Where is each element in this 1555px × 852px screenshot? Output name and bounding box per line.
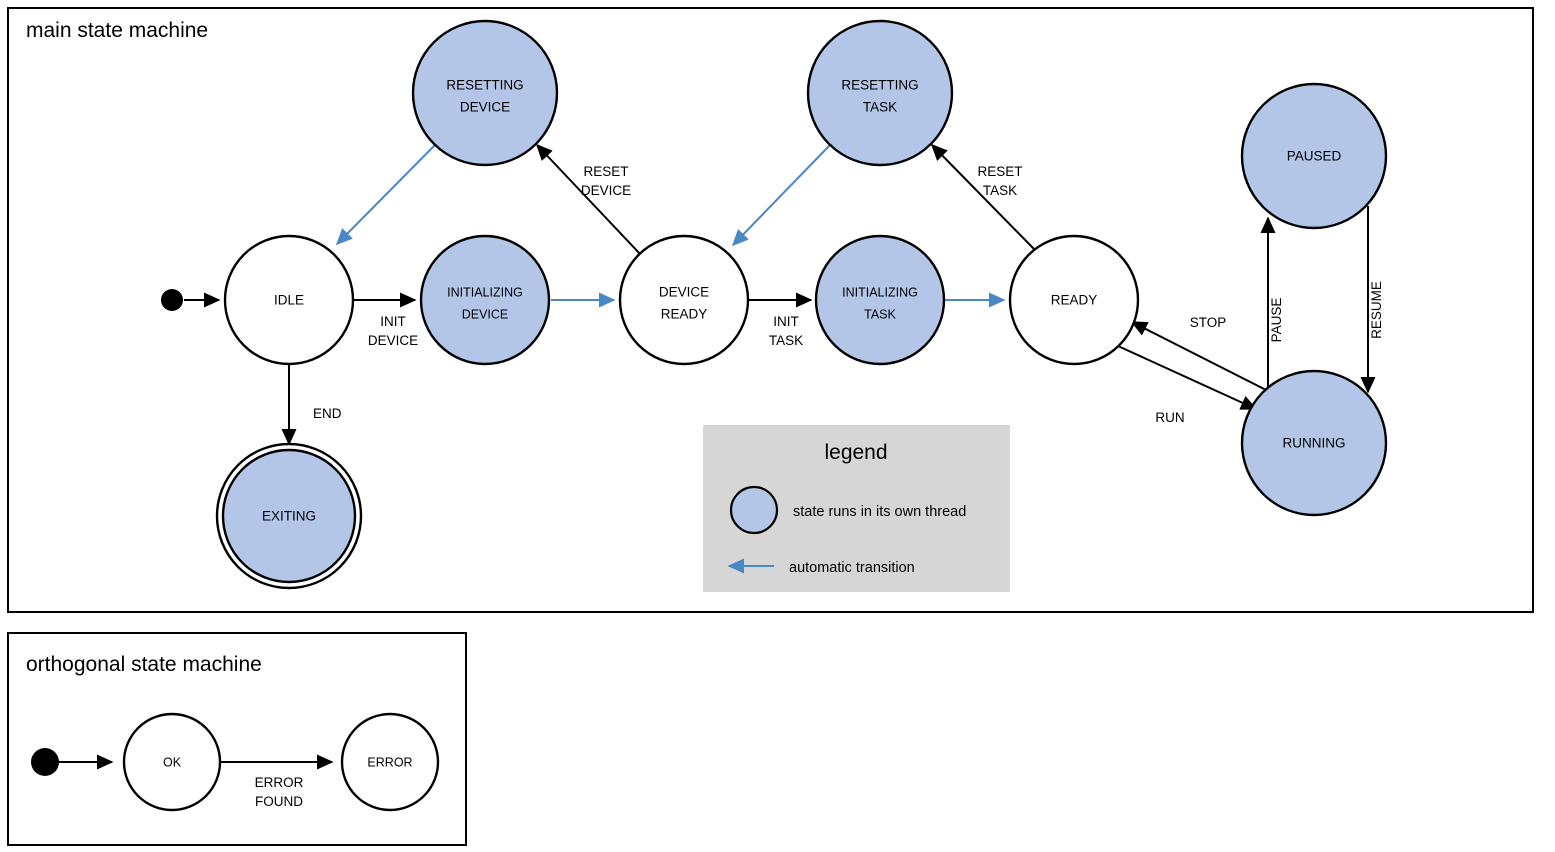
state-resetting-task[interactable]: RESETTING TASK — [806, 19, 954, 167]
edge-label-init-task-line1: INIT — [773, 314, 799, 329]
state-idle-shape[interactable] — [223, 234, 355, 366]
initial-state-dot — [161, 289, 183, 311]
state-exiting[interactable]: EXITING — [215, 442, 363, 590]
state-initializing-device-shape[interactable] — [419, 234, 551, 366]
state-device-ready-shape[interactable] — [618, 234, 750, 366]
edge-ready-to-running — [1117, 345, 1258, 410]
state-initializing-device-label-line2: DEVICE — [462, 307, 509, 321]
edge-resetting-device-to-idle — [335, 144, 436, 246]
state-exiting-label: EXITING — [262, 509, 316, 524]
edge-label-init-device-line2: DEVICE — [368, 333, 418, 348]
edge-label-pause: PAUSE — [1269, 298, 1284, 343]
state-error-label: ERROR — [367, 755, 412, 769]
state-ready[interactable]: READY — [1008, 234, 1140, 366]
edge-label-error-found-line2: FOUND — [255, 794, 303, 809]
state-idle[interactable]: IDLE — [223, 234, 355, 366]
main-frame-title: main state machine — [26, 19, 208, 42]
edge-label-reset-device-line2: DEVICE — [581, 183, 631, 198]
state-paused-shape[interactable] — [1240, 82, 1388, 230]
state-initializing-device-label-line1: INITIALIZING — [447, 285, 523, 299]
state-error[interactable]: ERROR — [340, 712, 440, 812]
edge-device-ready-to-resetting-device — [535, 143, 642, 256]
edge-label-end: END — [313, 406, 342, 421]
state-running-shape[interactable] — [1240, 369, 1388, 517]
state-idle-label: IDLE — [274, 293, 304, 308]
edge-label-stop: STOP — [1190, 315, 1227, 330]
state-initializing-task-label-line1: INITIALIZING — [842, 285, 918, 299]
state-device-ready-label-line2: READY — [661, 307, 708, 322]
state-running-label: RUNNING — [1283, 436, 1346, 451]
state-device-ready-label-line1: DEVICE — [659, 285, 709, 300]
state-error-shape[interactable] — [340, 712, 440, 812]
legend-title: legend — [824, 441, 887, 464]
state-ready-label: READY — [1051, 293, 1098, 308]
edge-label-error-found-line1: ERROR — [255, 775, 304, 790]
main-frame-border — [7, 7, 1534, 613]
state-resetting-device-shape[interactable] — [411, 19, 559, 167]
state-resetting-device[interactable]: RESETTING DEVICE — [411, 19, 559, 167]
legend-item-thread-text: state runs in its own thread — [793, 504, 966, 520]
edge-resetting-task-to-device-ready — [731, 144, 831, 247]
legend: legend state runs in its own thread auto… — [703, 425, 1010, 592]
state-resetting-task-shape[interactable] — [806, 19, 954, 167]
state-ok[interactable]: OK — [122, 712, 222, 812]
edge-label-init-task-line2: TASK — [769, 333, 803, 348]
state-device-ready[interactable]: DEVICE READY — [618, 234, 750, 366]
state-running[interactable]: RUNNING — [1240, 369, 1388, 517]
orthogonal-state-machine-frame: orthogonal state machine — [7, 632, 467, 846]
edge-ready-to-resetting-task — [930, 143, 1036, 251]
edge-running-to-ready — [1130, 321, 1271, 393]
state-ok-shape[interactable] — [122, 712, 222, 812]
legend-thread-state-icon — [729, 485, 779, 535]
state-resetting-task-label-line2: TASK — [863, 100, 897, 115]
orthogonal-transitions: ERROR FOUND — [59, 754, 334, 809]
main-states: IDLE RESETTING DEVICE INITIALIZING DEVIC… — [161, 19, 1388, 590]
orthogonal-frame-border — [7, 632, 467, 846]
orthogonal-frame-title: orthogonal state machine — [26, 653, 262, 676]
state-ready-shape[interactable] — [1008, 234, 1140, 366]
orthogonal-initial-state-dot — [31, 748, 59, 776]
legend-item-automatic-text: automatic transition — [789, 560, 915, 576]
edge-label-run: RUN — [1155, 410, 1184, 425]
main-state-machine-frame: main state machine — [7, 7, 1534, 613]
edge-label-resume: RESUME — [1369, 281, 1384, 339]
state-initializing-task[interactable]: INITIALIZING TASK — [814, 234, 946, 366]
state-initializing-task-label-line2: TASK — [864, 307, 896, 321]
state-resetting-device-label-line1: RESETTING — [446, 78, 523, 93]
edge-label-init-device-line1: INIT — [380, 314, 406, 329]
edge-label-reset-task-line1: RESET — [977, 164, 1022, 179]
state-ok-label: OK — [163, 755, 182, 769]
state-initializing-task-shape[interactable] — [814, 234, 946, 366]
orthogonal-states: OK ERROR — [31, 712, 440, 812]
edge-label-reset-device-line1: RESET — [583, 164, 628, 179]
state-resetting-device-label-line2: DEVICE — [460, 100, 510, 115]
state-paused[interactable]: PAUSED — [1240, 82, 1388, 230]
main-transitions: INIT DEVICE RESET DEVICE END INIT TASK R… — [184, 143, 1384, 446]
state-exiting-shape[interactable] — [221, 448, 357, 584]
edge-label-reset-task-line2: TASK — [983, 183, 1017, 198]
state-resetting-task-label-line1: RESETTING — [841, 78, 918, 93]
state-initializing-device[interactable]: INITIALIZING DEVICE — [419, 234, 551, 366]
state-paused-label: PAUSED — [1287, 149, 1342, 164]
